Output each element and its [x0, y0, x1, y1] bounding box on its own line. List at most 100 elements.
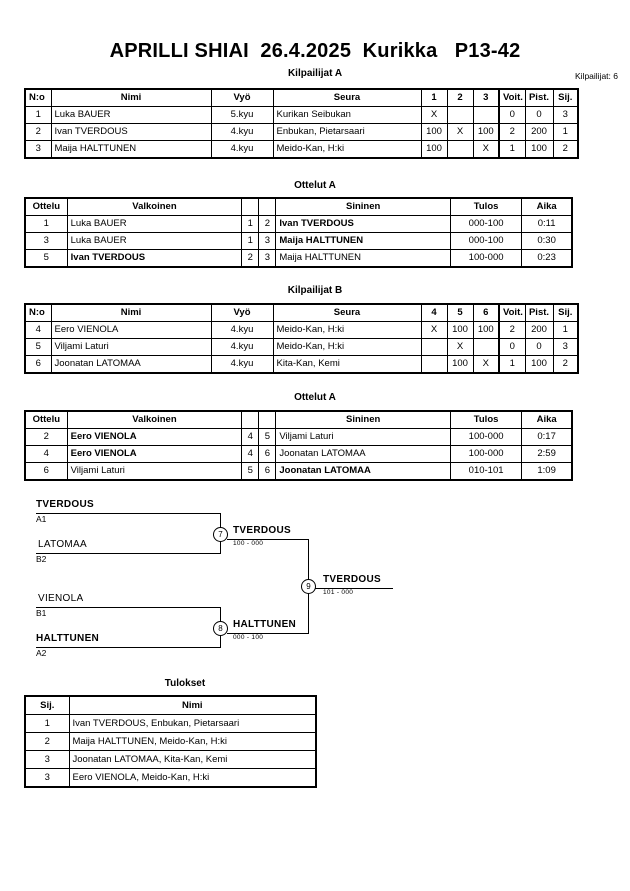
- cell-wins: 1: [498, 355, 526, 374]
- results-title: Tulokset: [164, 678, 206, 689]
- pool-a-title: Kilpailijat A: [287, 68, 343, 79]
- matches-b-title: Ottelut A: [294, 392, 336, 403]
- cell-result: 000-100: [449, 215, 523, 233]
- cell-score-3: X: [472, 140, 500, 159]
- col-white: Valkoinen: [66, 197, 243, 216]
- col-club: Seura: [272, 88, 422, 107]
- col-m3: 3: [472, 88, 500, 107]
- bracket-entry-seed-1: A1: [36, 514, 47, 524]
- bracket-match-number-7: 7: [213, 527, 228, 542]
- cell-white-name: Viljami Laturi: [66, 462, 243, 481]
- bracket-entry-name-1: TVERDOUS: [36, 499, 94, 510]
- bracket-entry-name-4: HALTTUNEN: [36, 633, 100, 644]
- entrants-count: Kilpailijat: 6: [575, 71, 618, 81]
- cell-grade: 4.kyu: [210, 123, 274, 141]
- cell-white-no: 1: [241, 215, 260, 233]
- cell-points: 200: [524, 321, 554, 339]
- cell-points: 200: [524, 123, 554, 141]
- bracket-line-semifinal-7: [227, 539, 308, 540]
- cell-wins: 0: [498, 338, 526, 356]
- cell-white-name: Luka BAUER: [66, 232, 243, 250]
- cell-blue-no: 3: [258, 232, 277, 250]
- cell-score-3: [472, 338, 500, 356]
- cell-club: Kita-Kan, Kemi: [272, 355, 422, 374]
- cell-no: 3: [24, 140, 52, 159]
- col-m6: 6: [472, 303, 500, 322]
- cell-blue-no: 6: [258, 462, 277, 481]
- col-time: Aika: [521, 410, 573, 429]
- bracket-entry-seed-3: B1: [36, 608, 47, 618]
- cell-rank: 2: [24, 732, 70, 751]
- table-header-row: Ottelu Valkoinen Sininen Tulos Aika: [24, 410, 573, 429]
- cell-name: Ivan TVERDOUS, Enbukan, Pietarsaari: [68, 714, 317, 733]
- col-points: Pist.: [524, 303, 554, 322]
- cell-white-no: 2: [241, 249, 260, 268]
- col-time: Aika: [521, 197, 573, 216]
- cell-white-name: Ivan TVERDOUS: [66, 249, 243, 268]
- col-club: Seura: [272, 303, 422, 322]
- cell-grade: 4.kyu: [210, 355, 274, 374]
- cell-rank: 3: [552, 106, 579, 124]
- col-grade: Vyö: [210, 88, 274, 107]
- bracket-line-semifinal-8: [227, 633, 308, 634]
- bracket-semifinal-winner-7: TVERDOUS: [233, 525, 291, 536]
- cell-rank: 1: [552, 321, 579, 339]
- bracket-final-winner: TVERDOUS: [323, 574, 381, 585]
- col-m1: 1: [420, 88, 448, 107]
- cell-result: 100-000: [449, 249, 523, 268]
- cell-blue-name: Joonatan LATOMAA: [275, 445, 451, 463]
- cell-wins: 2: [498, 123, 526, 141]
- cell-no: 4: [24, 321, 52, 339]
- cell-result: 000-100: [449, 232, 523, 250]
- col-no: N:o: [24, 303, 52, 322]
- bracket-entry-seed-2: B2: [36, 554, 47, 564]
- cell-white-name: Luka BAUER: [66, 215, 243, 233]
- cell-white-no: 1: [241, 232, 260, 250]
- cell-wins: 2: [498, 321, 526, 339]
- cell-rank: 1: [552, 123, 579, 141]
- cell-time: 0:23: [521, 249, 573, 268]
- cell-score-1: 100: [420, 140, 448, 159]
- bracket-entry-name-2: LATOMAA: [38, 539, 87, 550]
- cell-blue-no: 3: [258, 249, 277, 268]
- bracket-line-final: [315, 588, 393, 589]
- cell-white-name: Eero VIENOLA: [66, 445, 243, 463]
- cell-time: 0:11: [521, 215, 573, 233]
- bracket-line-entry-1: [36, 513, 220, 514]
- cell-score-2: 100: [446, 321, 474, 339]
- cell-time: 0:17: [521, 428, 573, 446]
- col-match-no: Ottelu: [24, 197, 68, 216]
- col-no: N:o: [24, 88, 52, 107]
- cell-points: 100: [524, 140, 554, 159]
- bracket-match-number-9: 9: [301, 579, 316, 594]
- cell-match-no: 3: [24, 232, 68, 250]
- col-wins: Voit.: [498, 303, 526, 322]
- col-rank: Sij.: [552, 303, 579, 322]
- cell-wins: 0: [498, 106, 526, 124]
- cell-name: Joonatan LATOMAA, Kita-Kan, Kemi: [68, 750, 317, 769]
- col-name: Nimi: [68, 695, 317, 715]
- cell-name: Eero VIENOLA, Meido-Kan, H:ki: [68, 768, 317, 788]
- cell-match-no: 1: [24, 215, 68, 233]
- cell-points: 100: [524, 355, 554, 374]
- bracket-line-entry-4: [36, 647, 220, 648]
- cell-rank: 1: [24, 714, 70, 733]
- cell-score-2: X: [446, 123, 474, 141]
- cell-score-3: 100: [472, 321, 500, 339]
- elimination-bracket: TVERDOUS A1 LATOMAA B2 7 TVERDOUS 100 - …: [0, 495, 630, 675]
- cell-white-no: 4: [241, 445, 260, 463]
- cell-score-3: [472, 106, 500, 124]
- cell-white-no: 5: [241, 462, 260, 481]
- cell-name: Viljami Laturi: [50, 338, 212, 356]
